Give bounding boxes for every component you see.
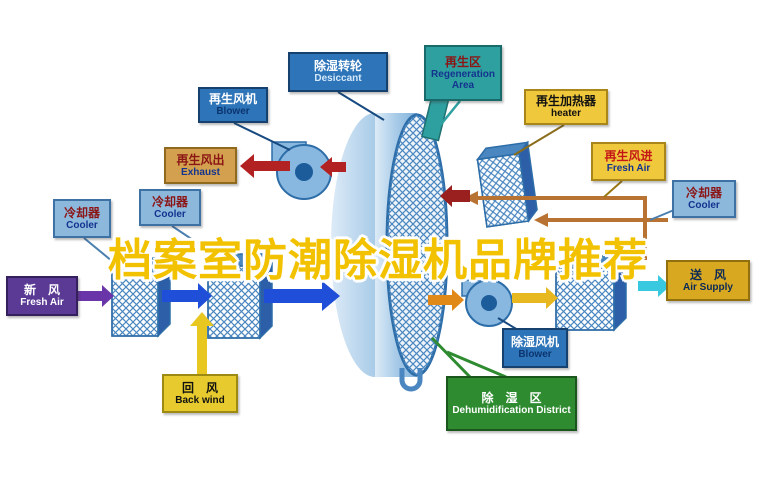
dehumid-blower-fan bbox=[461, 279, 513, 327]
label-air-supply: 送 风 Air Supply bbox=[666, 260, 750, 301]
label-cooler-right-zh: 冷却器 bbox=[685, 186, 722, 201]
label-dehumid-district-zh: 除 湿 区 bbox=[481, 390, 542, 405]
heat-exchanger-right-upper bbox=[475, 140, 538, 228]
regen-arrowhead-1 bbox=[464, 191, 478, 205]
regen-blower-fan bbox=[271, 141, 332, 200]
label-cooler-far-left-zh: 冷却器 bbox=[63, 205, 100, 220]
process-air-arrow-2 bbox=[264, 281, 340, 311]
label-back-wind-en: Back wind bbox=[175, 394, 225, 406]
label-regeneration-area-en: Regeneration Area bbox=[431, 69, 495, 92]
label-regen-heater-en: heater bbox=[550, 108, 581, 120]
process-air-arrow-1 bbox=[162, 283, 212, 309]
label-desiccant-en: Desiccant bbox=[314, 73, 362, 85]
label-desiccant: 除湿转轮 Desiccant bbox=[288, 52, 388, 92]
label-exhaust-zh: 再生风出 bbox=[176, 152, 225, 167]
label-desiccant-zh: 除湿转轮 bbox=[313, 59, 362, 74]
wheel-to-fan-arrow bbox=[320, 157, 346, 177]
label-back-wind: 回 风 Back wind bbox=[162, 374, 238, 413]
blower-to-coil-arrow bbox=[512, 287, 558, 309]
label-dehumid-district: 除 湿 区 Dehumidification District bbox=[446, 376, 577, 431]
label-regen-fresh-air: 再生风进 Fresh Air bbox=[591, 142, 666, 181]
label-cooler-far-left: 冷却器 Cooler bbox=[53, 199, 111, 238]
wheel-mount-bracket bbox=[399, 368, 423, 392]
label-dehumid-blower-en: Blower bbox=[518, 349, 552, 361]
label-regeneration-area-zh: 再生区 bbox=[444, 54, 481, 69]
label-exhaust-en: Exhaust bbox=[181, 166, 220, 178]
label-fresh-air: 新 风 Fresh Air bbox=[6, 276, 78, 316]
label-cooler-mid-left-zh: 冷却器 bbox=[151, 194, 188, 209]
supply-air-arrow bbox=[638, 275, 670, 297]
label-regen-blower: 再生风机 Blower bbox=[198, 87, 268, 123]
heat-exchanger-left-2 bbox=[206, 252, 274, 340]
regen-into-wheel-arrow bbox=[440, 185, 470, 207]
label-cooler-mid-left-en: Cooler bbox=[154, 208, 186, 220]
label-cooler-mid-left: 冷却器 Cooler bbox=[139, 189, 201, 226]
wheel-to-blower-arrow bbox=[428, 289, 464, 311]
label-regen-blower-zh: 再生风机 bbox=[208, 92, 257, 107]
label-regen-fresh-air-en: Fresh Air bbox=[606, 162, 651, 174]
label-regeneration-area: 再生区 Regeneration Area bbox=[424, 45, 502, 101]
desiccant-wheel bbox=[331, 92, 450, 392]
label-regen-blower-en: Blower bbox=[216, 106, 250, 118]
exhaust-arrow bbox=[240, 154, 290, 178]
label-fresh-air-en: Fresh Air bbox=[20, 297, 64, 309]
heat-exchanger-right-lower bbox=[554, 254, 628, 332]
label-cooler-far-left-en: Cooler bbox=[66, 219, 98, 231]
return-air-arrow bbox=[190, 312, 214, 374]
leader-lines bbox=[83, 91, 675, 379]
label-fresh-air-zh: 新 风 bbox=[23, 283, 60, 298]
flow-arrows bbox=[74, 154, 670, 374]
regen-arrowhead-2 bbox=[534, 213, 548, 227]
label-regen-heater-zh: 再生加热器 bbox=[535, 94, 596, 109]
label-regen-fresh-air-zh: 再生风进 bbox=[604, 148, 653, 163]
label-regen-heater: 再生加热器 heater bbox=[524, 89, 608, 125]
label-cooler-right: 冷却器 Cooler bbox=[672, 180, 736, 218]
label-dehumid-blower: 除湿风机 Blower bbox=[502, 328, 568, 368]
label-cooler-right-en: Cooler bbox=[688, 200, 720, 212]
label-dehumid-blower-zh: 除湿风机 bbox=[510, 335, 559, 350]
label-dehumid-district-en: Dehumidification District bbox=[452, 404, 571, 416]
fresh-air-arrow bbox=[74, 285, 114, 307]
label-air-supply-zh: 送 风 bbox=[689, 267, 726, 282]
headline-overlay: 档案室防潮除湿机品牌推荐 bbox=[108, 235, 648, 286]
label-back-wind-zh: 回 风 bbox=[181, 380, 218, 395]
regen-air-path bbox=[478, 196, 668, 260]
label-exhaust: 再生风出 Exhaust bbox=[164, 147, 237, 184]
heat-exchanger-left-1 bbox=[110, 256, 172, 338]
label-air-supply-en: Air Supply bbox=[682, 281, 733, 293]
